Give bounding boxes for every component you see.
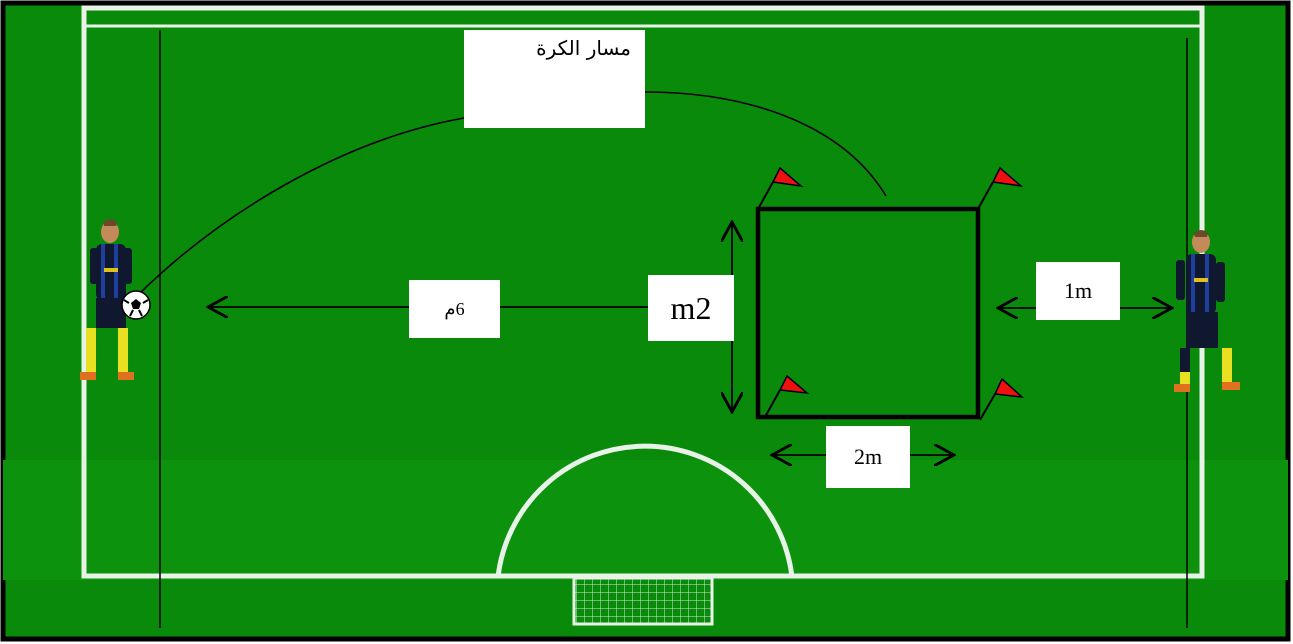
square-width-text: 2m [853,444,883,469]
distance-6m-text: 6م [444,298,465,319]
pitch-stripe [3,460,1288,580]
ball-path-curve [139,117,465,294]
corner-flag-icon [764,374,810,418]
corner-flag-icon [977,166,1024,210]
corner-flag-icon [757,166,804,210]
corner-flag-icon [979,377,1025,421]
goal-icon [572,576,714,626]
square-side-text: m2 [670,289,712,326]
ball-path-label: مسار الكرة [464,30,645,128]
soccer-player-icon [1174,230,1240,392]
soccer-ball-icon [121,290,151,320]
square-width-label: 2m [826,426,910,488]
ball-path-text: مسار الكرة [536,36,631,60]
soccer-player-with-ball-icon [80,219,134,380]
penalty-arc [495,443,795,578]
distance-1m-text: 1m [1063,278,1093,303]
distance-6m-label: 6م [409,280,500,338]
square-side-label: m2 [648,275,734,341]
ball-path-curve-end [644,91,887,197]
distance-1m-label: 1m [1036,262,1120,320]
square-zone [755,206,981,420]
